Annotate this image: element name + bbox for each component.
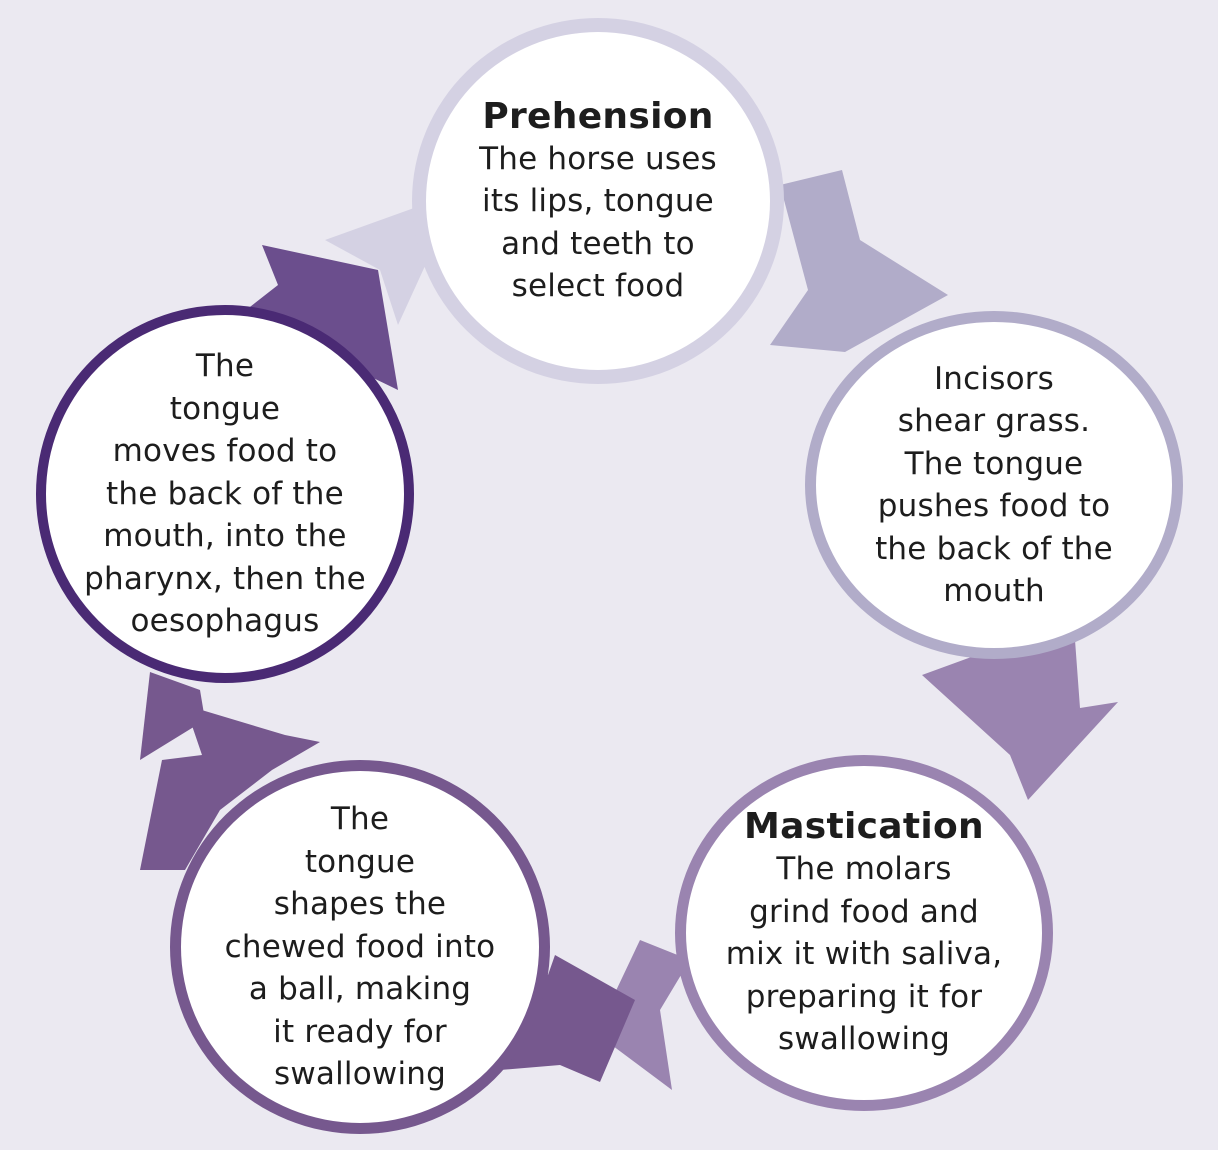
- arrow-2-to-3: [922, 640, 1118, 800]
- arrow-1-to-2: [770, 170, 948, 352]
- step-description: Incisors shear grass. The tongue pushes …: [875, 360, 1113, 610]
- arrow-4-to-5: [140, 705, 320, 870]
- step-mastication: Mastication The molars grind food and mi…: [675, 755, 1053, 1111]
- step-title: Mastication: [744, 806, 984, 848]
- step-description: The tongue moves food to the back of the…: [84, 348, 366, 640]
- step-prehension: Prehension The horse uses its lips, tong…: [412, 18, 784, 384]
- step-incisors: Incisors shear grass. The tongue pushes …: [805, 311, 1183, 659]
- arrow-5-to-1-tail: [325, 208, 430, 325]
- step-swallowing: The tongue moves food to the back of the…: [36, 305, 414, 683]
- step-description: The tongue shapes the chewed food into a…: [224, 801, 496, 1093]
- step-description: The molars grind food and mix it with sa…: [725, 851, 1003, 1058]
- step-description: The horse uses its lips, tongue and teet…: [479, 140, 717, 305]
- step-title: Prehension: [482, 95, 714, 137]
- arrow-4-to-5-head: [140, 672, 205, 760]
- arrow-3-to-4: [595, 940, 690, 1090]
- step-bolus-forming: The tongue shapes the chewed food into a…: [170, 760, 550, 1134]
